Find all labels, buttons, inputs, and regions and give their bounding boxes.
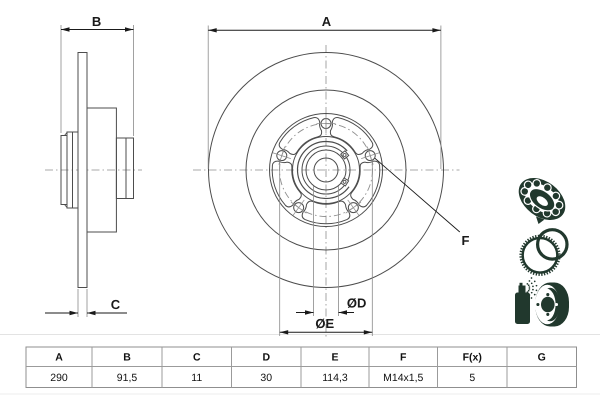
svg-text:A: A bbox=[322, 14, 332, 29]
svg-text:30: 30 bbox=[260, 372, 272, 384]
svg-text:ØE: ØE bbox=[315, 316, 334, 331]
svg-text:F: F bbox=[400, 352, 407, 364]
svg-text:B: B bbox=[123, 352, 131, 364]
svg-text:A: A bbox=[55, 352, 63, 364]
svg-text:B: B bbox=[92, 14, 101, 29]
svg-text:5: 5 bbox=[469, 372, 475, 384]
svg-text:F(x): F(x) bbox=[463, 352, 482, 364]
svg-text:91,5: 91,5 bbox=[117, 372, 138, 384]
svg-text:290: 290 bbox=[50, 372, 68, 384]
svg-text:F: F bbox=[462, 233, 470, 248]
svg-text:C: C bbox=[193, 352, 201, 364]
svg-text:114,3: 114,3 bbox=[322, 372, 348, 384]
svg-text:11: 11 bbox=[191, 372, 202, 384]
svg-text:C: C bbox=[111, 297, 121, 312]
svg-text:G: G bbox=[538, 352, 546, 364]
svg-text:E: E bbox=[331, 352, 338, 364]
svg-text:M14x1,5: M14x1,5 bbox=[383, 372, 423, 384]
svg-text:D: D bbox=[262, 352, 270, 364]
svg-text:ØD: ØD bbox=[347, 295, 367, 310]
